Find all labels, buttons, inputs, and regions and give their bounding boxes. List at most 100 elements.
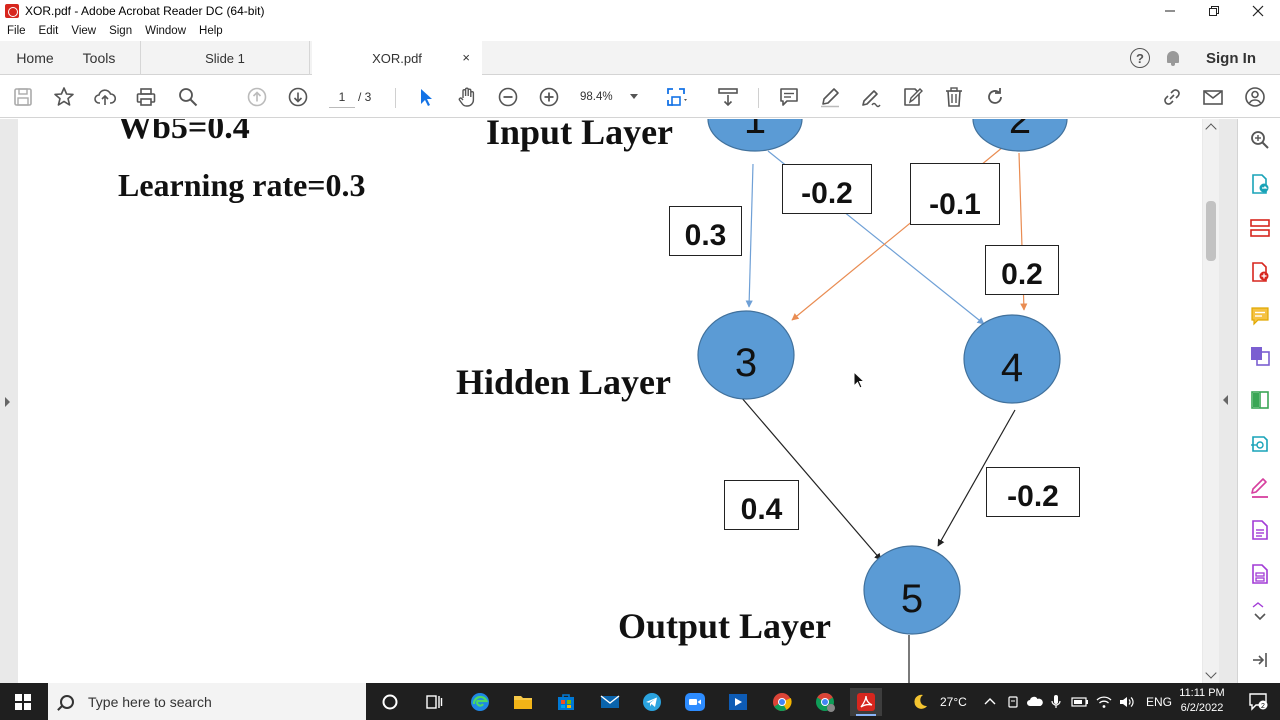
zoom-app-button[interactable] [679,688,711,716]
chevron-up-icon[interactable] [983,695,997,709]
previous-page-button[interactable] [245,85,269,109]
device-icon[interactable] [1006,695,1020,709]
onedrive-icon[interactable] [1026,695,1044,709]
scroll-down-icon[interactable] [1205,667,1217,679]
page-number-input[interactable]: 1 [329,86,355,108]
notification-center-button[interactable]: 2 [1248,691,1268,711]
prepare-form-button[interactable] [1249,563,1271,585]
acrobat-taskbar-button[interactable] [850,688,882,716]
page-fit-button[interactable] [664,85,688,109]
taskbar-clock[interactable]: 11:11 PM 6/2/2022 [1170,686,1234,716]
save-button[interactable] [11,85,35,109]
battery-icon[interactable] [1071,695,1089,709]
menu-window[interactable]: Window [145,25,187,37]
right-panel-toggle-icon[interactable] [1223,395,1228,405]
node-1-label: 1 [744,119,766,142]
zoom-out-button[interactable] [496,85,520,109]
scrollbar-thumb[interactable] [1206,201,1216,261]
chrome-profile-button[interactable] [809,688,841,716]
rotate-clockwise-icon [988,88,1002,104]
store-button[interactable] [550,688,582,716]
collapse-panel-button[interactable] [1249,649,1271,671]
plus-circle-icon [539,87,559,107]
scroll-mode-button[interactable] [716,85,740,109]
input-layer-label: Input Layer [486,119,674,152]
fill-sign-button[interactable] [859,85,883,109]
vertical-scrollbar[interactable] [1203,119,1219,683]
help-icon[interactable]: ? [1130,48,1150,68]
tab-home[interactable]: Home [16,50,54,66]
highlight-button[interactable] [818,85,842,109]
taskbar-search-box[interactable]: Type here to search [48,683,366,720]
more-tools-button[interactable] [1249,601,1271,623]
microphone-icon[interactable] [1050,694,1062,710]
edge-browser-button[interactable] [464,688,496,716]
upload-button[interactable] [93,85,117,109]
wifi-icon[interactable] [1096,695,1112,709]
file-explorer-button[interactable] [507,688,539,716]
rotate-button[interactable] [983,85,1007,109]
comment-tool-button[interactable] [1249,305,1271,327]
node-3: 3 [697,310,795,400]
menu-view[interactable]: View [71,25,97,37]
organize-pages-icon [1250,219,1270,237]
scroll-up-icon[interactable] [1205,123,1217,135]
protect-pdf-button[interactable] [1249,519,1271,541]
chrome-profile-icon [816,692,835,712]
menu-edit[interactable]: Edit [38,25,59,37]
close-window-button[interactable] [1236,0,1280,22]
organize-pages-button[interactable] [1249,217,1271,239]
zoom-in-button[interactable] [537,85,561,109]
edit-pdf-button[interactable] [900,85,924,109]
start-button[interactable] [0,683,46,720]
clock-time: 11:11 PM [1179,687,1225,699]
create-pdf-icon [1252,262,1269,282]
svg-text:2: 2 [1261,703,1265,710]
print-button[interactable] [134,85,158,109]
export-pdf-button[interactable] [1249,173,1271,195]
minimize-button[interactable] [1148,0,1192,22]
volume-icon[interactable] [1119,695,1135,709]
compress-pdf-button[interactable] [1249,389,1271,411]
share-link-button[interactable] [1160,85,1184,109]
sign-in-button[interactable]: Sign In [1206,49,1256,67]
chrome-button[interactable] [766,688,798,716]
account-button[interactable] [1243,85,1267,109]
chevron-down-icon[interactable] [630,94,638,99]
video-player-button[interactable] [722,688,754,716]
create-pdf-button[interactable] [1249,261,1271,283]
language-indicator[interactable]: ENG [1146,694,1173,709]
fill-and-sign-button[interactable] [1249,477,1271,499]
tab-tools[interactable]: Tools [82,50,116,66]
node-3-label: 3 [735,341,757,385]
tab-xor-pdf[interactable]: XOR.pdf × [312,41,482,76]
email-button[interactable] [1201,85,1225,109]
weather-widget[interactable]: 27°C [910,683,967,720]
windows-logo-icon [15,693,31,710]
restore-button[interactable] [1192,0,1236,22]
next-page-button[interactable] [286,85,310,109]
bell-icon[interactable] [1166,50,1180,66]
zoom-level-dropdown[interactable]: 98.4% [580,91,613,103]
select-tool-button[interactable] [414,85,438,109]
search-tools-button[interactable] [1249,129,1271,151]
tab-slide-1[interactable]: Slide 1 [140,41,310,75]
task-view-button[interactable] [418,688,450,716]
menu-file[interactable]: File [7,25,26,37]
telegram-button[interactable] [636,688,668,716]
hand-tool-button[interactable] [455,85,479,109]
combine-files-button[interactable] [1249,345,1271,367]
cortana-button[interactable] [374,688,406,716]
bookmark-button[interactable] [52,85,76,109]
mail-button[interactable] [594,688,626,716]
zoom-search-icon [1251,131,1269,149]
left-panel-toggle-icon[interactable] [5,397,10,407]
pen-icon [821,88,839,108]
find-button[interactable] [176,85,200,109]
delete-button[interactable] [942,85,966,109]
send-review-button[interactable] [1249,433,1271,455]
comment-button[interactable] [777,85,801,109]
menu-sign[interactable]: Sign [109,25,133,37]
tab-close-button[interactable]: × [462,50,470,65]
menu-help[interactable]: Help [199,25,223,37]
